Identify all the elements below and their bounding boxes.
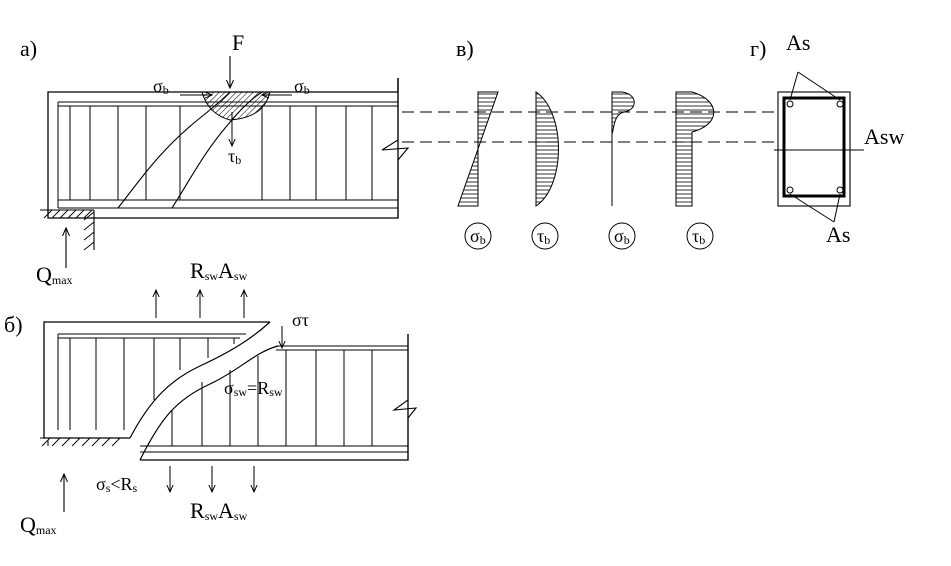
cross-section-stirrup xyxy=(782,96,846,198)
panel-b-tag: б) xyxy=(4,312,23,337)
beam-b-right-stirrups xyxy=(171,350,373,446)
panel-g-tag: г) xyxy=(750,36,766,61)
svg-text:σb: σb xyxy=(470,226,486,247)
support-a-hatch xyxy=(43,209,95,251)
circle-label-4: τb xyxy=(686,222,714,250)
plot1-sigma-b-linear xyxy=(457,91,499,207)
sigma-sw-label: σsw=Rsw xyxy=(224,378,283,399)
panel-a: а) F σ xyxy=(20,30,410,287)
rsw-top-arrows xyxy=(156,290,244,318)
cross-section-outline xyxy=(777,91,851,207)
rebar-top-left xyxy=(786,100,794,108)
svg-text:τb: τb xyxy=(692,226,705,247)
rsw-bottom-arrows xyxy=(170,466,254,492)
panel-a-tag: а) xyxy=(20,36,37,61)
tau-b-label: τb xyxy=(228,146,241,167)
circle-label-1: σb xyxy=(464,222,492,250)
beam-b-crack-lower xyxy=(139,345,279,461)
leader-as-top-right xyxy=(797,71,841,101)
circle-label-2: τb xyxy=(531,222,559,250)
beam-b-crack-upper xyxy=(129,321,271,439)
q-max-a-label: Qmax xyxy=(36,262,73,287)
force-f-label: F xyxy=(232,30,244,55)
svg-text:τb: τb xyxy=(537,226,550,247)
plot2-tau-b-parabola xyxy=(535,91,559,207)
q-max-b-label: Qmax xyxy=(20,512,57,537)
leader-as-top-left xyxy=(789,71,799,101)
plot4-tau-b xyxy=(675,91,715,207)
sigma-b-left-label: σb xyxy=(153,76,169,97)
beam-b-left-outline xyxy=(43,321,270,439)
rebar-top-right xyxy=(836,100,844,108)
sigma-b-right-label: σb xyxy=(294,76,310,97)
panel-v: в) σb τb σb τb xyxy=(456,36,715,250)
svg-text:σb: σb xyxy=(614,226,630,247)
beam-b-left-stirrups xyxy=(69,338,235,430)
circle-label-3: σb xyxy=(608,222,636,250)
sigma-tau-label: στ xyxy=(292,310,309,330)
rsw-top-label: RswAsw xyxy=(190,258,248,283)
beam-a-compression-zone xyxy=(201,91,271,121)
panel-v-tag: в) xyxy=(456,36,474,61)
rebar-bottom-left xyxy=(786,186,794,194)
rsw-bottom-label: RswAsw xyxy=(190,498,248,523)
beam-a-stirrups xyxy=(69,106,373,200)
asw-label: Asw xyxy=(864,124,904,149)
leader-as-bottom-left xyxy=(789,193,835,223)
panel-g: г) As As Asw xyxy=(750,30,904,247)
as-top-label: As xyxy=(786,30,810,55)
beam-b-break xyxy=(392,334,418,460)
as-bottom-label: As xyxy=(826,222,850,247)
beam-a-break xyxy=(381,92,410,218)
leader-as-bottom-right xyxy=(833,193,841,223)
plot3-sigma-b-compression xyxy=(611,91,635,135)
rebar-bottom-right xyxy=(836,186,844,194)
panel-b: б) xyxy=(4,258,418,537)
support-b-hatch xyxy=(41,437,121,447)
sigma-s-label: σs<Rs xyxy=(96,474,138,495)
